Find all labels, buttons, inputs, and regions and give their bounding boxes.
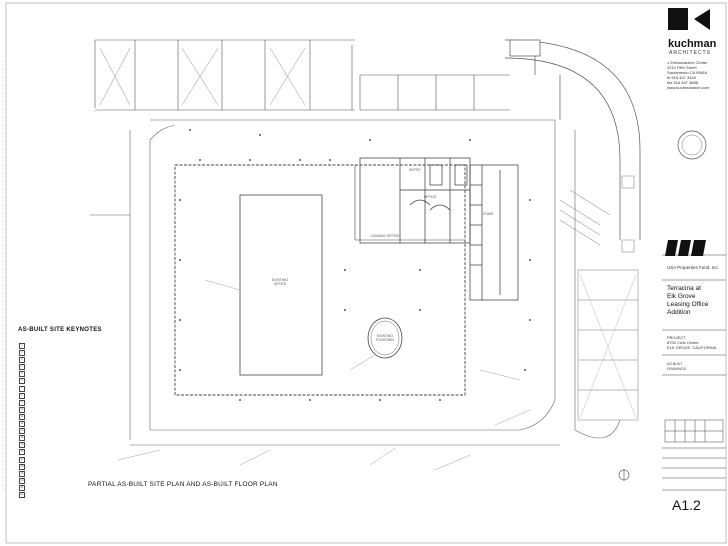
- keynote-item: 16: [19, 448, 26, 456]
- keynote-item: 21: [19, 484, 26, 491]
- keynote-item: 2: [19, 349, 26, 357]
- keynote-number: 22: [19, 491, 25, 498]
- keynote-number: 10: [19, 406, 25, 413]
- north-arrow: [618, 469, 630, 481]
- keynote-item: 19: [19, 470, 26, 477]
- keynote-number: 15: [19, 442, 25, 449]
- keynote-number: 4: [19, 364, 25, 371]
- sheet-border: [5, 2, 727, 544]
- keynote-number: 6: [19, 378, 25, 385]
- keynote-item: 13: [19, 427, 26, 435]
- keynote-number: 8: [19, 392, 25, 399]
- keynote-item: 9: [19, 399, 26, 406]
- room-fountain: EXISTING FOUNTAIN: [376, 334, 394, 342]
- keynote-number: 12: [19, 421, 25, 428]
- keynote-item: 17: [19, 456, 26, 463]
- client-name: USA Properties Fund, Inc.: [667, 265, 720, 270]
- keynote-number: 20: [19, 477, 25, 484]
- keynote-item: 10: [19, 406, 26, 413]
- keynotes-title: AS-BUILT SITE KEYNOTES: [18, 327, 102, 333]
- keynote-number: 16: [19, 449, 25, 456]
- keynote-number: 11: [19, 413, 25, 420]
- plan-title: PARTIAL AS-BUILT SITE PLAN AND AS-BUILT …: [88, 481, 278, 488]
- keynote-number: 2: [19, 350, 25, 357]
- leasing-addition: [359, 157, 519, 301]
- room-stair: STAIR: [482, 212, 494, 216]
- keynote-number: 3: [19, 357, 25, 364]
- keynote-item: 7: [19, 385, 26, 392]
- keynote-number: 21: [19, 484, 25, 491]
- project-name: Terracina at Elk Grove Leasing Office Ad…: [667, 285, 709, 316]
- keynote-item: 15: [19, 441, 26, 449]
- keynote-item: 5: [19, 370, 26, 378]
- firm-name: kuchman: [668, 38, 717, 50]
- keynote-number: 9: [19, 399, 25, 406]
- firm-subtitle: ARCHITECTS: [669, 50, 711, 56]
- keynote-number: 19: [19, 470, 25, 477]
- keynote-item: 14: [19, 434, 26, 442]
- room-office: OFFICE: [423, 195, 437, 199]
- firm-address: 1 Embarcadero Center 3210 Fifth Street S…: [667, 60, 710, 90]
- keynote-item: 11: [19, 413, 26, 420]
- keynote-number: 5: [19, 371, 25, 378]
- firm-logo: [668, 8, 710, 30]
- architect-seal: [677, 130, 707, 160]
- sheet-number: A1.2: [672, 497, 701, 513]
- keynote-number: 7: [19, 385, 25, 392]
- keynote-item: 3: [19, 356, 26, 364]
- keynote-item: 1: [19, 342, 26, 349]
- project-phase: AS-BUILT DRAWINGS: [667, 362, 687, 371]
- keynote-number: 13: [19, 428, 25, 435]
- fixtures: [179, 129, 531, 401]
- building: [174, 164, 466, 396]
- roadway: [90, 119, 621, 446]
- keynote-item: 20: [19, 477, 26, 484]
- keynote-item: 22: [19, 491, 26, 498]
- keynote-number: 14: [19, 435, 25, 442]
- client-logo: [665, 240, 706, 256]
- keynote-item: 8: [19, 392, 26, 399]
- leaders: [117, 279, 531, 471]
- keynote-number: 18: [19, 463, 25, 470]
- keynote-item: 12: [19, 420, 26, 428]
- room-leasing: LEASING OFFICE: [370, 234, 400, 238]
- keynote-number: 1: [19, 343, 25, 349]
- keynote-number: 17: [19, 456, 25, 463]
- room-entry: ENTRY: [409, 168, 421, 172]
- drive-curve: [504, 39, 641, 240]
- project-location: PROJECT 8700 Civic Center ELK GROVE, CAL…: [667, 335, 717, 350]
- keynote-item: 4: [19, 363, 26, 371]
- keynote-item: 18: [19, 463, 26, 470]
- parking-right: [559, 175, 639, 421]
- keynote-item: 6: [19, 377, 26, 385]
- room-main-hall: EXISTING OFFICE: [271, 278, 289, 286]
- parking-top: [94, 39, 510, 111]
